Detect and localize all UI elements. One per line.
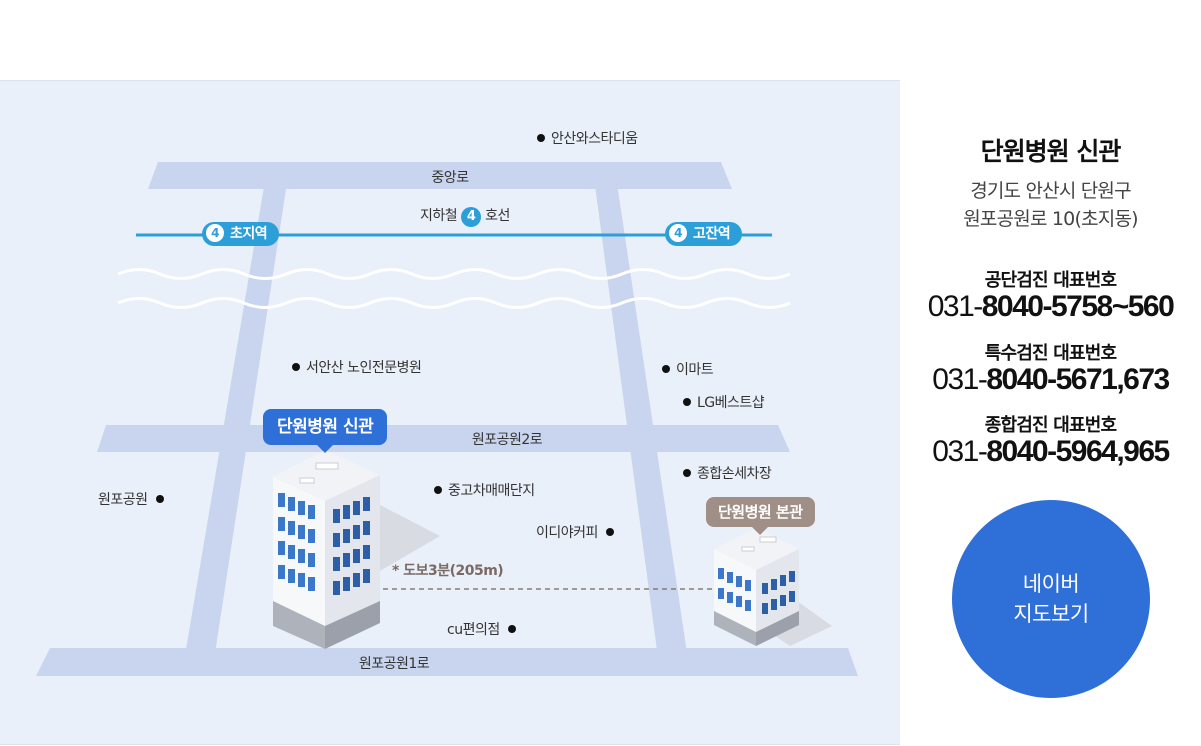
landmark-lg-shop-label: LG베스트샵 [697, 395, 765, 411]
landmark-used-cars-label: 중고차매매단지 [448, 483, 535, 499]
landmark-lg-shop: LG베스트샵 [683, 392, 765, 412]
landmark-stadium-label: 안산와스타디움 [551, 131, 638, 147]
hospital-title: 단원병원 신관 [980, 137, 1122, 166]
info-panel: 단원병원 신관 경기도 안산시 단원구 원포공원로 10(초지동) 공단검진 대… [900, 80, 1201, 745]
naver-map-button[interactable]: 네이버 지도보기 [952, 500, 1150, 698]
line-4-icon: 4 [461, 207, 482, 227]
road-west [182, 163, 290, 673]
phone-label-comprehensive: 종합검진 대표번호 [984, 415, 1117, 436]
landmark-coffee-label: 이디야커피 [536, 525, 598, 541]
phone-comprehensive-main: 8040-5964 [986, 435, 1117, 468]
subway-label-suffix: 호선 [485, 208, 510, 224]
phone-special-prefix: 031- [932, 363, 988, 396]
phone-comprehensive-prefix: 031- [932, 435, 988, 468]
road-label-wonpo1: 원포공원1로 [358, 656, 430, 672]
pin-main-building: 단원병원 본관 [706, 497, 815, 535]
dot-marker [683, 398, 691, 406]
subway-label-prefix: 지하철 [420, 208, 458, 224]
landmark-nursing-hospital: 서안산 노인전문병원 [292, 357, 422, 377]
station-chojeon: 4 초지역 [202, 222, 280, 246]
road-wonpo1 [36, 648, 858, 676]
phone-comprehensive[interactable]: 031-8040-5964,965 [900, 435, 1201, 469]
landmark-stadium: 안산와스타디움 [537, 128, 638, 148]
landmark-park-label: 원포공원 [98, 492, 148, 508]
river-wave-2 [117, 297, 791, 309]
address-line-2: 원포공원로 10(초지동) [963, 208, 1138, 230]
landmark-emart-label: 이마트 [676, 362, 714, 378]
landmark-used-cars: 중고차매매단지 [434, 480, 535, 500]
phone-comprehensive-suffix: ,965 [1116, 435, 1170, 468]
road-label-jungang: 중앙로 [431, 170, 469, 186]
landmark-nursing-hospital-label: 서안산 노인전문병원 [306, 360, 422, 376]
road-wonpo2 [97, 425, 790, 452]
landmark-cu-label: cu편의점 [447, 622, 500, 638]
phone-public-prefix: 031- [927, 290, 984, 323]
landmark-coffee: 이디야커피 [536, 522, 614, 542]
landmark-cu: cu편의점 [447, 619, 516, 639]
phone-public-suffix: ~560 [1111, 290, 1175, 323]
pin-new-building-label: 단원병원 신관 [277, 417, 374, 437]
station-chojeon-label: 초지역 [230, 226, 268, 242]
road-label-wonpo2: 원포공원2로 [471, 432, 543, 448]
main-building-illustration [714, 528, 832, 646]
dot-marker [155, 495, 164, 503]
dot-marker [605, 528, 614, 536]
new-building-illustration [273, 450, 440, 649]
naver-button-line-2: 지도보기 [1013, 602, 1089, 626]
line-4-icon: 4 [669, 224, 687, 242]
dot-marker [537, 134, 545, 142]
phone-label-special: 특수검진 대표번호 [984, 343, 1117, 364]
landmark-emart: 이마트 [662, 359, 714, 379]
naver-button-line-1: 네이버 [1022, 572, 1080, 596]
phone-public-main: 8040-5758 [981, 290, 1113, 323]
river-wave-1 [117, 268, 791, 280]
road-jungang [148, 162, 732, 189]
address-line-1: 경기도 안산시 단원구 [970, 180, 1131, 202]
phone-special[interactable]: 031-8040-5671,673 [900, 363, 1201, 397]
line-4-icon: 4 [206, 224, 224, 242]
phone-label-public: 공단검진 대표번호 [984, 270, 1117, 291]
station-gojan: 4 고잔역 [665, 222, 743, 246]
station-gojan-label: 고잔역 [693, 226, 731, 242]
road-network [36, 162, 858, 676]
pin-new-building: 단원병원 신관 [263, 409, 388, 453]
dot-marker [683, 469, 691, 477]
landmark-park: 원포공원 [98, 489, 164, 509]
phone-special-suffix: ,673 [1116, 363, 1170, 396]
pin-main-building-label: 단원병원 본관 [718, 503, 803, 521]
walk-distance-note: * 도보3분(205m) [392, 563, 504, 579]
phone-public[interactable]: 031-8040-5758~560 [900, 290, 1201, 324]
landmark-car-wash-label: 종합손세차장 [697, 466, 772, 482]
dot-marker [507, 625, 516, 633]
dot-marker [434, 486, 442, 494]
dot-marker [292, 363, 300, 371]
dot-marker [662, 365, 670, 373]
road-east [592, 163, 690, 673]
phone-special-main: 8040-5671 [986, 363, 1117, 396]
landmark-car-wash: 종합손세차장 [683, 463, 772, 483]
